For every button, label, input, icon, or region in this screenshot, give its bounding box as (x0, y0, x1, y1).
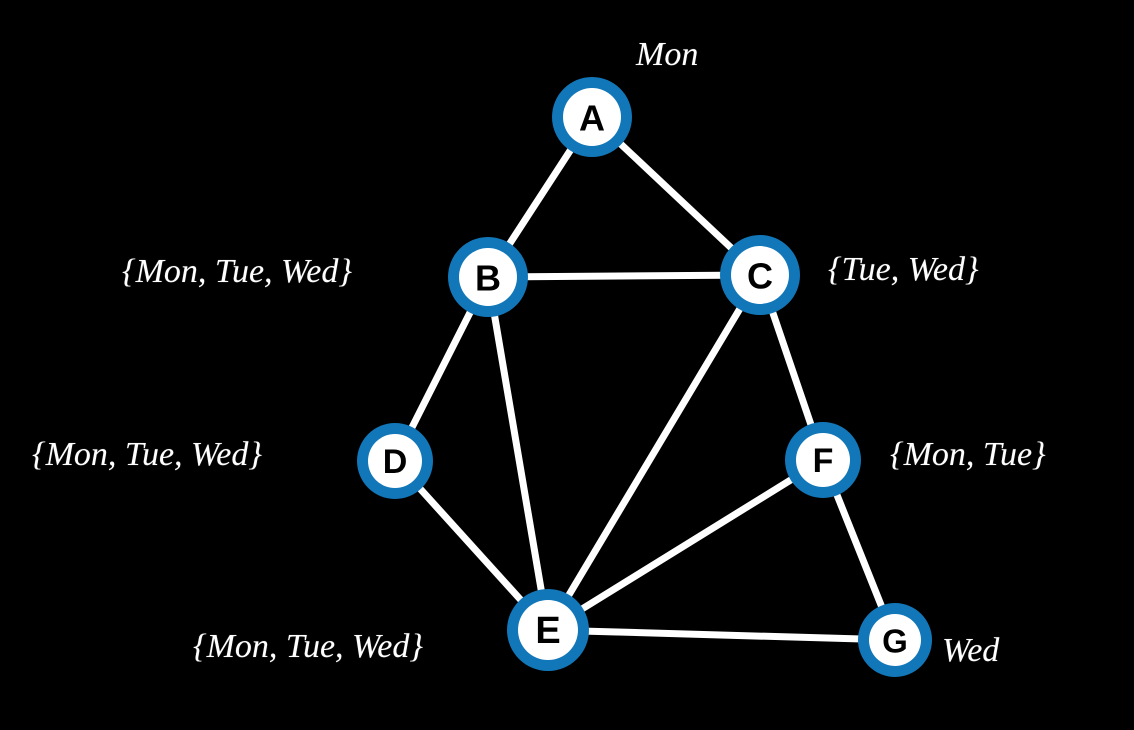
domain-label-f: {Mon, Tue} (890, 436, 1046, 473)
node-e[interactable]: E (507, 589, 589, 671)
node-g[interactable]: G (858, 603, 932, 677)
nodes-group: A B C D E F G (357, 77, 932, 677)
edge-a-c (614, 138, 738, 254)
domain-label-e: {Mon, Tue, Wed} (193, 628, 423, 665)
edge-b-d (406, 305, 476, 435)
domain-label-b: {Mon, Tue, Wed} (122, 253, 352, 290)
edge-b-c (520, 271, 728, 281)
node-d[interactable]: D (357, 423, 433, 499)
edge-d-e (414, 482, 527, 607)
edge-c-f (768, 305, 816, 432)
domain-label-a: Mon (636, 36, 699, 73)
node-g-letter: G (882, 623, 908, 660)
node-f-letter: F (813, 442, 834, 480)
node-b[interactable]: B (448, 237, 528, 317)
node-e-disc (518, 600, 578, 660)
edge-e-g (581, 627, 866, 643)
node-f-disc (796, 433, 850, 487)
edge-f-g (832, 488, 887, 613)
node-b-disc (459, 248, 517, 306)
domain-label-d: {Mon, Tue, Wed} (32, 436, 262, 473)
domain-label-c: {Tue, Wed} (828, 251, 979, 288)
node-e-letter: E (535, 610, 560, 652)
edge-a-b (504, 143, 576, 251)
edge-e-f (575, 474, 798, 615)
edge-c-e (563, 302, 746, 602)
node-b-letter: B (475, 258, 501, 299)
node-d-disc (368, 434, 422, 488)
node-c-letter: C (747, 256, 773, 297)
node-d-letter: D (383, 443, 408, 481)
edge-b-e (490, 308, 546, 598)
node-c-disc (731, 246, 789, 304)
node-c[interactable]: C (720, 235, 800, 315)
node-a[interactable]: A (552, 77, 632, 157)
node-f[interactable]: F (785, 422, 861, 498)
edges-group (406, 138, 887, 643)
node-a-letter: A (579, 98, 605, 139)
node-g-disc (869, 614, 921, 666)
node-a-disc (563, 88, 621, 146)
domain-label-g: Wed (942, 632, 1000, 669)
